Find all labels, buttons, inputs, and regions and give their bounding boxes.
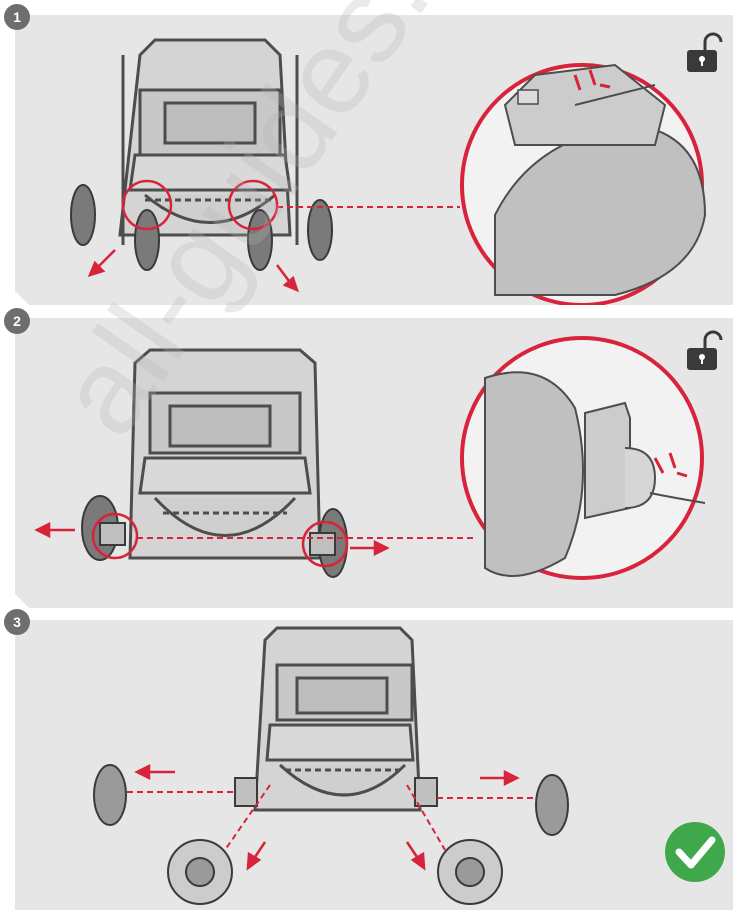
step-2-badge: 2 (4, 308, 30, 334)
unlock-icon (687, 34, 721, 72)
step-1-panel (15, 15, 733, 305)
step-3-panel (15, 620, 733, 910)
step-1-badge: 1 (4, 4, 30, 30)
unlock-icon (687, 332, 721, 370)
step-2-illustration (15, 318, 733, 608)
step-1-illustration (15, 15, 733, 305)
step-2-panel (15, 318, 733, 608)
step-3-badge: 3 (4, 609, 30, 635)
check-icon (665, 822, 725, 882)
step-3-illustration (15, 620, 733, 910)
